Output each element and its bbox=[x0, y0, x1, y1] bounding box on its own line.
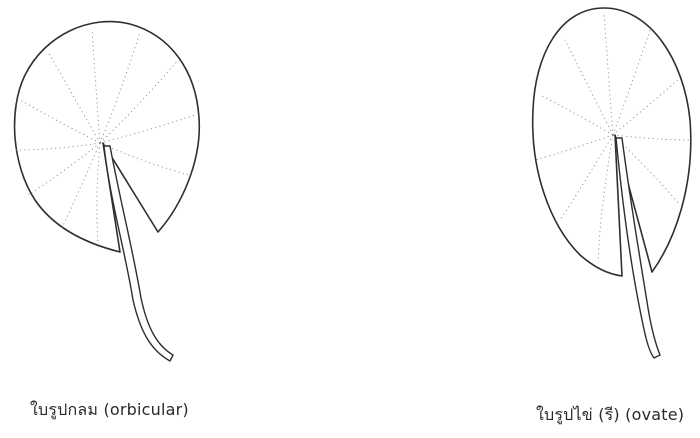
orbicular-leaf-veins bbox=[15, 30, 195, 245]
ovate-leaf-blade bbox=[533, 8, 691, 276]
orbicular-caption: ใบรูปกลม (orbicular) bbox=[30, 398, 189, 423]
ovate-leaf-petiole bbox=[616, 138, 660, 358]
ovate-leaf bbox=[533, 8, 691, 358]
orbicular-leaf-petiole bbox=[104, 146, 173, 361]
ovate-caption: ใบรูปไข่ (รี) (ovate) bbox=[536, 403, 684, 428]
orbicular-leaf bbox=[15, 22, 200, 361]
